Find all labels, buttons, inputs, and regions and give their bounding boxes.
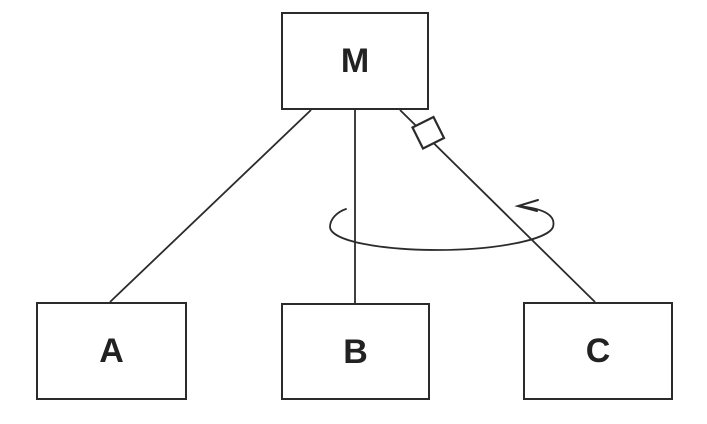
node-a: A	[36, 302, 187, 400]
ordering-arrowhead-icon	[514, 199, 539, 212]
ordering-arrow-arc	[329, 205, 555, 251]
node-c-label: C	[585, 332, 611, 370]
aggregation-diamond-icon	[411, 115, 446, 150]
node-c: C	[523, 302, 673, 400]
node-a-label: A	[99, 332, 124, 370]
node-b-label: B	[343, 332, 368, 371]
node-b: B	[281, 303, 430, 400]
edge-m-a	[109, 109, 312, 303]
node-m-label: M	[340, 42, 370, 80]
node-m: M	[281, 12, 429, 110]
